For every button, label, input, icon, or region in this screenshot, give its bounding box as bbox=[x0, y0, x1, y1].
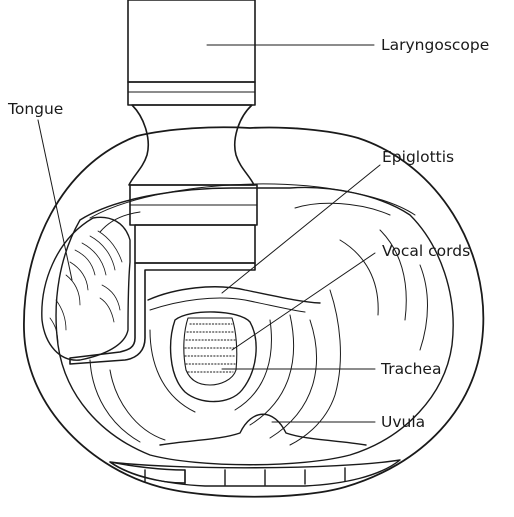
label-epiglottis: Epiglottis bbox=[382, 148, 454, 166]
trachea-rings bbox=[184, 318, 237, 385]
palate-fold-left bbox=[100, 212, 140, 232]
handle-body bbox=[128, 0, 255, 82]
handle-neck bbox=[129, 105, 254, 185]
label-laryngoscope: Laryngoscope bbox=[381, 36, 489, 54]
label-trachea: Trachea bbox=[381, 360, 441, 378]
label-tongue: Tongue bbox=[8, 100, 63, 118]
lower-teeth bbox=[110, 460, 400, 486]
upper-arch-line bbox=[90, 184, 415, 218]
tongue-leader bbox=[38, 120, 72, 280]
label-vocal-cords: Vocal cords bbox=[382, 242, 470, 260]
label-uvula: Uvula bbox=[381, 413, 425, 431]
handle-collar bbox=[128, 82, 255, 105]
palate-fold-right bbox=[295, 203, 390, 215]
blade-base bbox=[135, 225, 255, 263]
tongue-shape bbox=[42, 217, 130, 360]
epiglottis-shape bbox=[148, 287, 320, 303]
fold-left-1 bbox=[150, 330, 195, 412]
uvula-shape bbox=[160, 414, 366, 445]
fold-right-1 bbox=[235, 320, 271, 410]
glottis-outline bbox=[171, 312, 257, 402]
